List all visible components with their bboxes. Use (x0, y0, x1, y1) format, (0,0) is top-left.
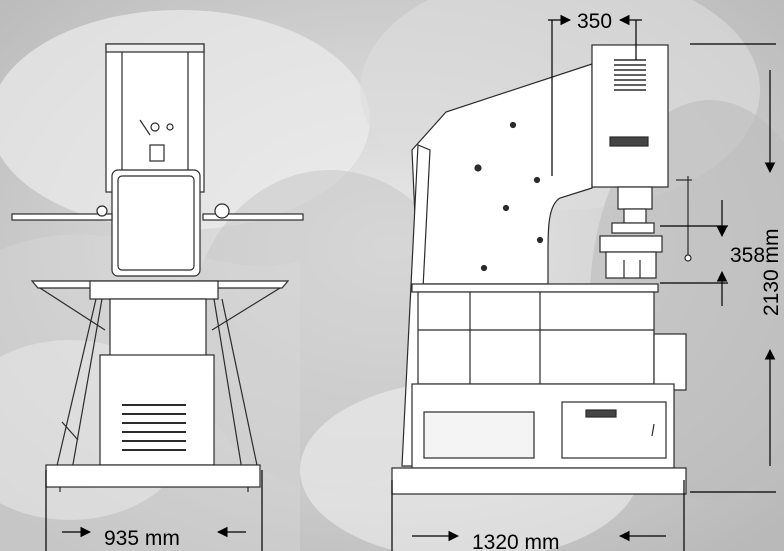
throat-depth-label: 350 (577, 10, 612, 33)
side-view-machine (391, 44, 692, 495)
dimension-lines (45, 14, 776, 551)
front-width-label: 935 mm (104, 527, 180, 550)
front-view-machine (11, 43, 304, 492)
total-height-label: 2130 mm (760, 228, 783, 316)
side-vent (614, 59, 646, 91)
side-width-label: 1320 mm (472, 531, 560, 551)
stroke-height-label: 358 (730, 244, 765, 267)
front-vent (122, 404, 186, 451)
